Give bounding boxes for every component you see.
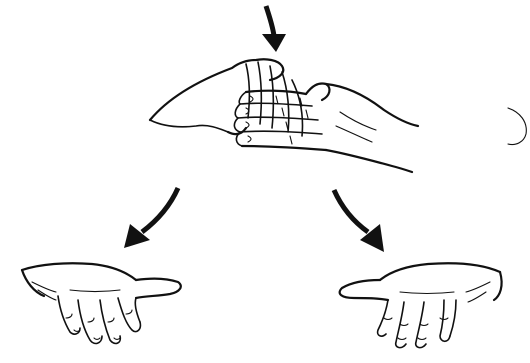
left-open-hand — [22, 263, 181, 343]
arrow-down-icon — [262, 6, 286, 52]
edge-mark — [508, 108, 526, 145]
curved-arrow-down-left-icon — [124, 188, 178, 248]
right-open-hand — [340, 263, 502, 347]
clasped-hands — [150, 59, 418, 172]
curved-arrow-down-right-icon — [334, 190, 384, 252]
